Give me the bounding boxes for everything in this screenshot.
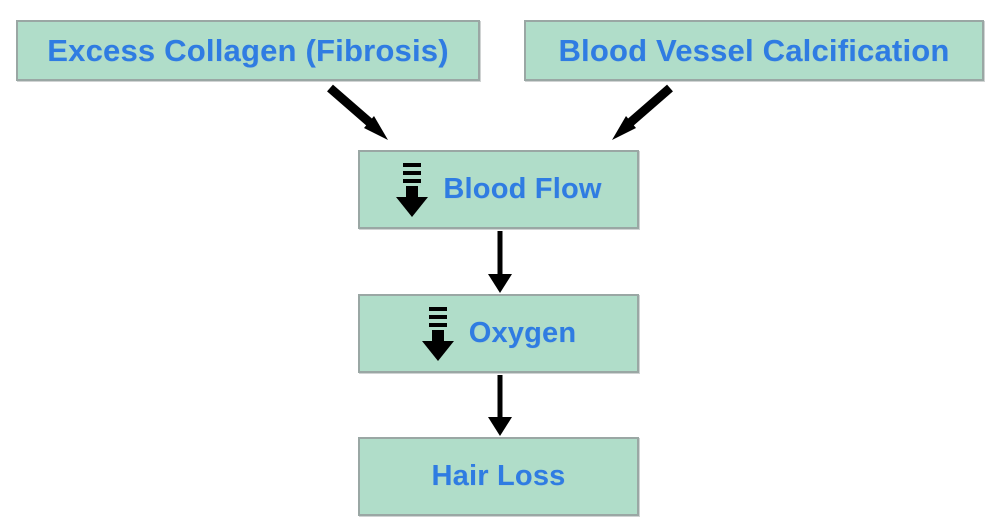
node-content: Blood Vessel Calcification	[558, 35, 949, 66]
node-oxygen[interactable]: Oxygen	[358, 294, 639, 373]
node-label-excess-collagen-fibrosis: Excess Collagen (Fibrosis)	[47, 33, 449, 68]
edge-oxygen-to-hair-loss-arrow	[488, 375, 512, 436]
node-excess-collagen-fibrosis[interactable]: Excess Collagen (Fibrosis)	[16, 20, 480, 81]
node-label-hair-loss: Hair Loss	[431, 460, 566, 492]
node-content: Oxygen	[421, 306, 577, 362]
node-content: Hair Loss	[432, 462, 566, 491]
node-content: Excess Collagen (Fibrosis)	[47, 35, 448, 66]
node-hair-loss[interactable]: Hair Loss	[358, 437, 639, 516]
edge-calcification-to-blood-flow-arrow	[612, 84, 673, 140]
decrease-down-arrow-icon	[396, 162, 429, 217]
node-content: Blood Flow	[395, 162, 601, 218]
edge-blood-flow-to-oxygen-arrow	[488, 231, 512, 293]
node-blood-vessel-calcification[interactable]: Blood Vessel Calcification	[524, 20, 984, 81]
node-label-blood-vessel-calcification: Blood Vessel Calcification	[558, 33, 950, 68]
decrease-down-arrow-icon	[421, 306, 454, 361]
edge-fibrosis-to-blood-flow-arrow	[327, 84, 388, 140]
node-label-blood-flow: Blood Flow	[443, 173, 602, 205]
node-label-oxygen: Oxygen	[468, 317, 577, 349]
node-blood-flow[interactable]: Blood Flow	[358, 150, 639, 229]
